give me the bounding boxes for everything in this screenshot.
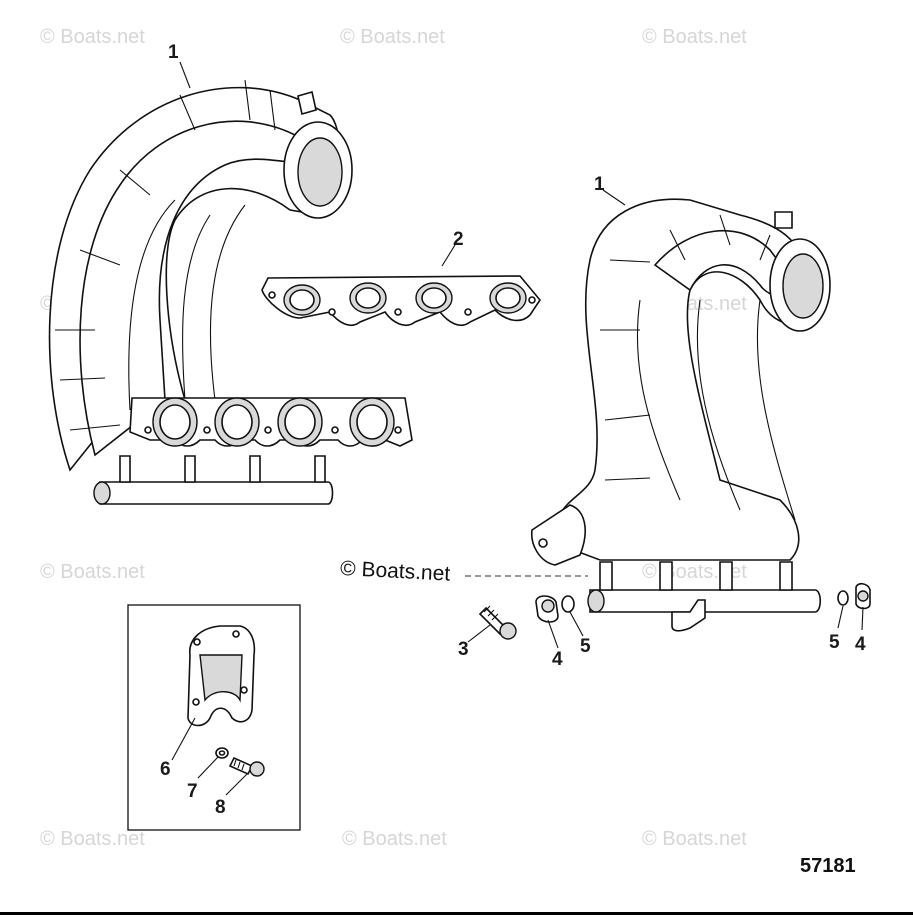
bolt bbox=[478, 605, 517, 640]
callout-6: 6 bbox=[160, 759, 171, 780]
callout-1: 1 bbox=[594, 174, 605, 195]
watermark: © Boats.net bbox=[642, 26, 747, 48]
copyright-watermark: © Boats.net bbox=[340, 557, 451, 586]
callout-7: 7 bbox=[187, 781, 198, 802]
callout-4: 4 bbox=[552, 649, 563, 670]
figure-number: 57181 bbox=[800, 855, 856, 877]
drain-plug bbox=[855, 582, 871, 610]
left-exhaust-manifold bbox=[48, 79, 413, 505]
callout-3: 3 bbox=[458, 639, 469, 660]
callout-5: 5 bbox=[829, 632, 840, 653]
callout-1: 1 bbox=[168, 42, 179, 63]
callout-2: 2 bbox=[453, 229, 464, 250]
bottom-rule bbox=[0, 912, 913, 915]
watermark: © Boats.net bbox=[342, 828, 447, 850]
watermark: © Boats.net bbox=[340, 26, 445, 48]
callout-8: 8 bbox=[215, 797, 226, 818]
drain-plug bbox=[535, 595, 559, 623]
callout-5: 5 bbox=[580, 636, 591, 657]
right-exhaust-manifold bbox=[530, 198, 831, 632]
watermark: © Boats.net bbox=[642, 828, 747, 850]
exhaust-manifold-gasket bbox=[261, 275, 541, 327]
o-ring bbox=[561, 595, 575, 613]
inset-box bbox=[127, 604, 301, 831]
leader-lines bbox=[171, 61, 864, 796]
callout-4: 4 bbox=[855, 634, 866, 655]
watermark: © Boats.net bbox=[40, 828, 145, 850]
callout-labels: 1 1 2 3 4 5 5 4 6 7 8 bbox=[160, 42, 866, 818]
o-ring bbox=[837, 590, 849, 606]
watermark: © Boats.net bbox=[40, 26, 145, 48]
watermark: © Boats.net bbox=[40, 561, 145, 583]
